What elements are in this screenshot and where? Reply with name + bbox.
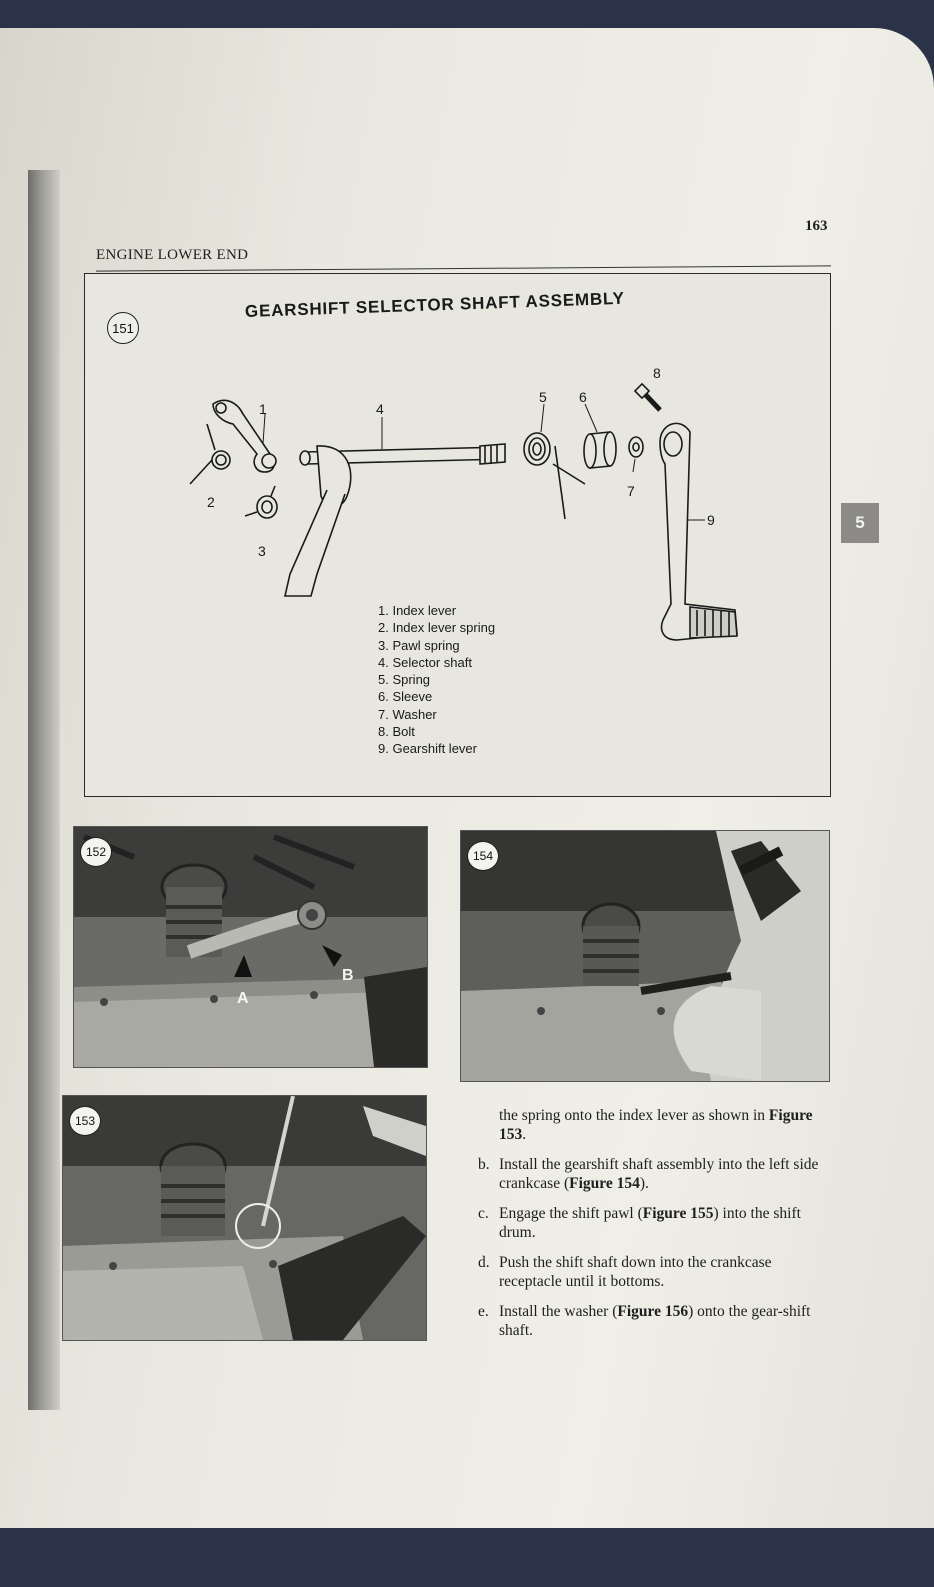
index-lever-part — [212, 399, 277, 473]
callout-5: 5 — [539, 389, 547, 405]
callout-7: 7 — [627, 483, 635, 499]
washer-part — [628, 436, 644, 458]
figure-152-photo: 152 A B — [73, 826, 428, 1068]
callout-8: 8 — [653, 365, 661, 381]
callout-1: 1 — [259, 401, 267, 417]
step-d: d. Push the shift shaft down into the cr… — [478, 1253, 830, 1291]
figure-153-badge: 153 — [69, 1106, 101, 1136]
legend-item: 1. Index lever — [378, 603, 457, 618]
callout-6: 6 — [579, 389, 587, 405]
crankcase-photo-152 — [74, 827, 427, 1067]
figure-ref: Figure 156 — [617, 1303, 689, 1320]
step-post: ) into the shift drum. — [499, 1205, 801, 1241]
pawl-spring-part — [244, 485, 278, 519]
step-pre: Install the gearshift shaft assembly int… — [499, 1156, 819, 1192]
figure-152-badge: 152 — [80, 837, 112, 867]
figure-154-badge: 154 — [467, 841, 499, 871]
page-number: 163 — [805, 218, 828, 234]
legend-item: 5. Spring — [378, 672, 431, 688]
figure-151-badge: 151 — [107, 312, 139, 344]
step-text: Engage the shift pawl (Figure 155) into … — [499, 1204, 830, 1242]
section-title: ENGINE LOWER END — [96, 247, 249, 263]
step-pre: Push the shift shaft down into the crank… — [499, 1254, 772, 1290]
step-letter: d. — [478, 1254, 490, 1271]
step-pre: Engage the shift pawl ( — [499, 1205, 643, 1222]
legend-item: 3. Pawl spring — [378, 637, 460, 653]
label-a: A — [237, 990, 249, 1007]
step-post: ) onto the gear-shift shaft. — [499, 1303, 811, 1339]
callout-2: 2 — [207, 494, 215, 510]
figure-153-photo: 153 — [62, 1095, 427, 1341]
step-text: Install the washer (Figure 156) onto the… — [499, 1302, 830, 1340]
index-lever-spring-part — [189, 423, 231, 485]
callout-9: 9 — [707, 512, 715, 528]
callout-3: 3 — [258, 543, 266, 559]
step-text: Install the gearshift shaft assembly int… — [499, 1155, 830, 1193]
step-text: Push the shift shaft down into the crank… — [499, 1253, 830, 1291]
step-letter: b. — [478, 1156, 490, 1173]
continued-paragraph: the spring onto the index lever as shown… — [478, 1106, 830, 1144]
sleeve-part — [583, 431, 617, 469]
book-spine-shadow — [28, 170, 60, 1410]
step-c: c. Engage the shift pawl (Figure 155) in… — [478, 1204, 830, 1242]
step-e: e. Install the washer (Figure 156) onto … — [478, 1302, 830, 1340]
selector-shaft-part — [283, 443, 506, 597]
figure-151-diagram: 151 GEARSHIFT SELECTOR SHAFT ASSEMBLY — [84, 273, 831, 797]
gearshift-assembly-drawing: 1 2 3 4 5 6 7 8 9 — [189, 365, 738, 641]
legend-item: 2. Index lever spring — [378, 620, 496, 636]
bolt-part — [633, 382, 662, 412]
legend-item: 8. Bolt — [378, 724, 415, 740]
crankcase-photo-154 — [461, 831, 829, 1081]
gearshift-lever-part — [659, 422, 738, 641]
figure-ref: Figure 154 — [569, 1175, 640, 1192]
callout-4: 4 — [376, 401, 384, 417]
step-letter: e. — [478, 1303, 489, 1320]
legend-item: 7. Washer — [378, 706, 437, 722]
instruction-text: the spring onto the index lever as shown… — [478, 1106, 830, 1351]
legend-item: 9. Gearshift lever — [378, 741, 477, 757]
step-pre: Install the washer ( — [499, 1303, 618, 1320]
legend-item: 4. Selector shaft — [378, 654, 472, 670]
figure-154-photo: 154 — [460, 830, 830, 1082]
continued-end: . — [522, 1126, 527, 1143]
label-b: B — [342, 967, 354, 984]
step-post: ). — [639, 1175, 649, 1192]
legend-item: 6. Sleeve — [378, 689, 433, 705]
parts-legend: 1. Index lever 2. Index lever spring 3. … — [378, 602, 495, 758]
figure-ref: Figure 155 — [642, 1205, 714, 1222]
crankcase-photo-153 — [63, 1096, 426, 1340]
figure-ref: Figure 153 — [499, 1107, 813, 1143]
step-letter: c. — [478, 1205, 489, 1222]
step-b: b. Install the gearshift shaft assembly … — [478, 1155, 830, 1193]
chapter-tab: 5 — [841, 503, 879, 543]
spring-part — [523, 432, 586, 520]
continued-line: the spring onto the index lever as shown… — [499, 1107, 766, 1124]
